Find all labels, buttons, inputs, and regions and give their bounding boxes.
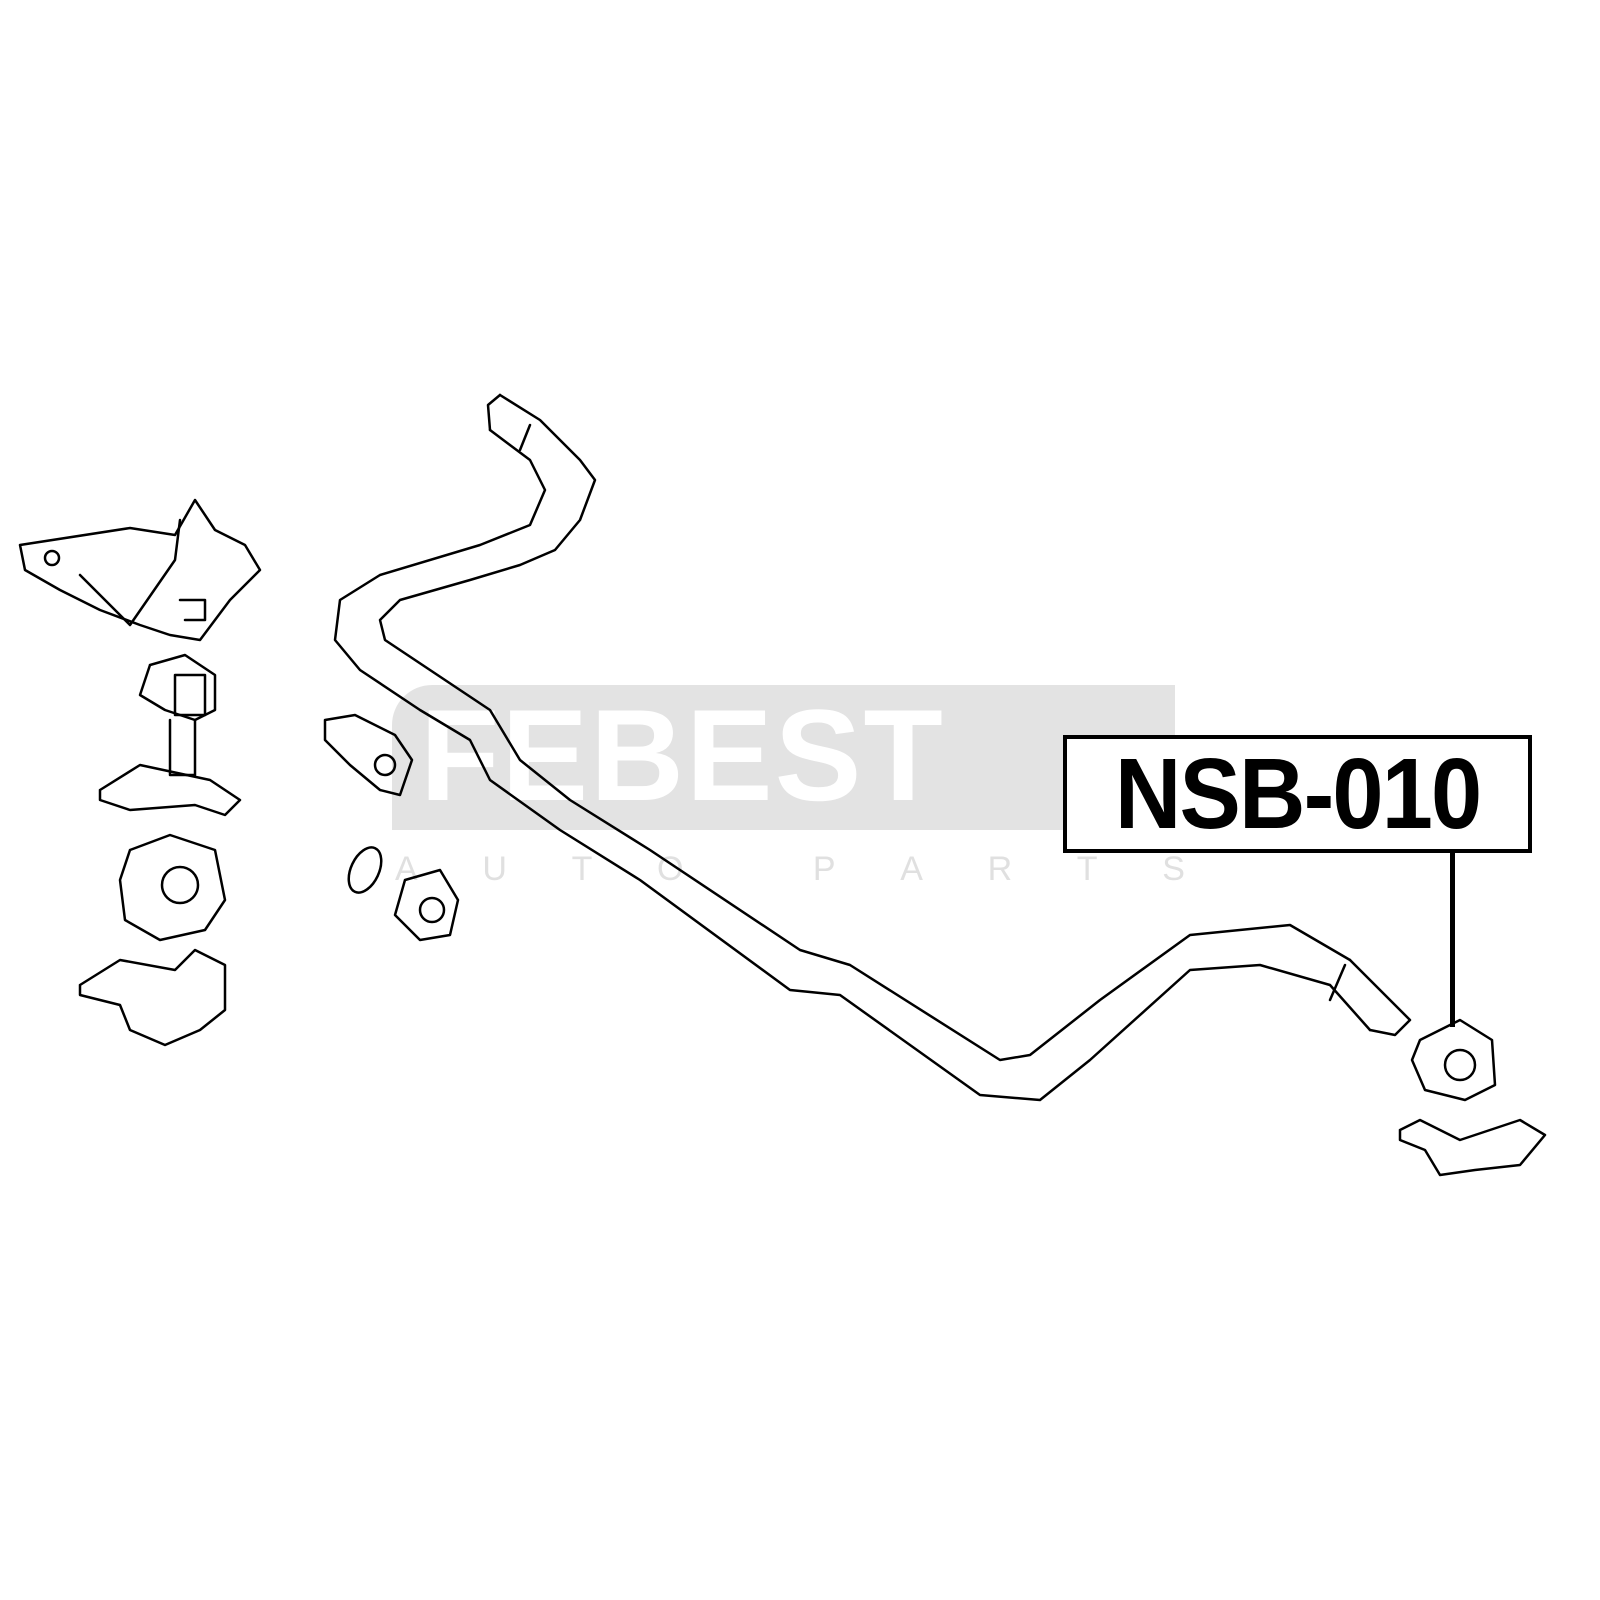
small-bushings bbox=[323, 713, 460, 942]
stabilizer-bar bbox=[333, 393, 1412, 1102]
left-link-rod bbox=[98, 653, 242, 817]
watermark-letter: T bbox=[571, 850, 593, 888]
label-leader-line bbox=[1450, 849, 1455, 1027]
watermark-background bbox=[392, 685, 1175, 830]
watermark-letter: P bbox=[812, 850, 836, 888]
watermark-letter: A bbox=[900, 850, 923, 888]
part-number-box: NSB-010 bbox=[1063, 735, 1532, 853]
watermark-brand: FEBEST bbox=[420, 682, 945, 828]
watermark-letter: T bbox=[1076, 850, 1098, 888]
part-number-label: NSB-010 bbox=[1114, 738, 1482, 850]
left-bracket-upper bbox=[18, 498, 262, 642]
right-bushing-nsb-010 bbox=[1398, 1018, 1547, 1177]
left-bushing bbox=[78, 833, 227, 1047]
watermark-letter: R bbox=[987, 850, 1013, 888]
watermark-letter: U bbox=[482, 850, 507, 888]
watermark-letter: S bbox=[1162, 850, 1185, 888]
